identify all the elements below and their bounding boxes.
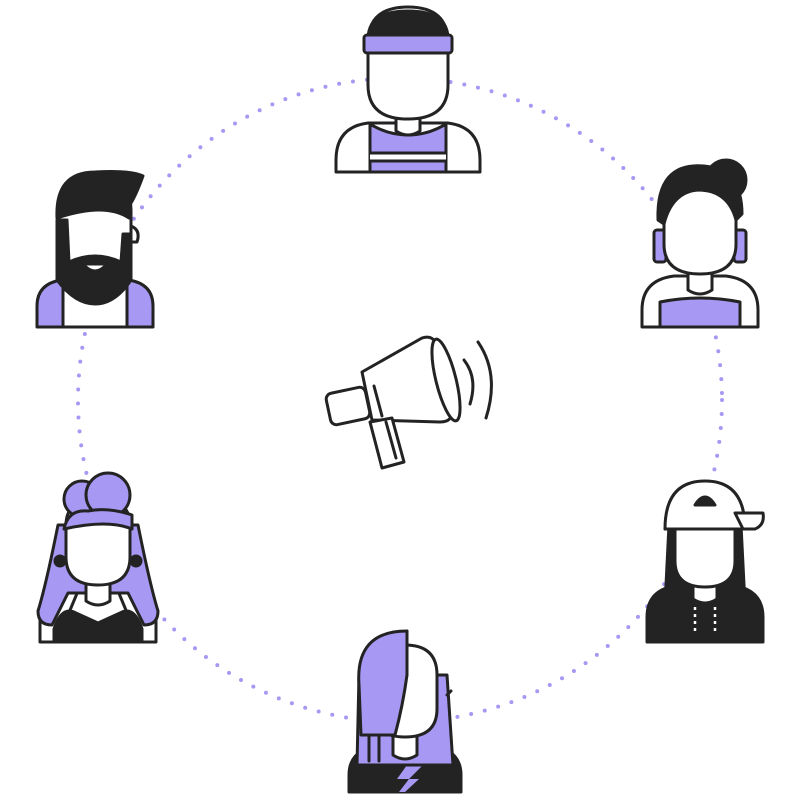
curly-woman-avatar-icon bbox=[36, 471, 160, 644]
athlete-headband-avatar-icon bbox=[334, 5, 482, 174]
bearded-man-avatar-icon bbox=[35, 170, 155, 329]
half-hair-avatar-icon bbox=[347, 629, 463, 794]
megaphone-icon bbox=[324, 335, 493, 470]
woman-bun-avatar-icon bbox=[640, 158, 760, 329]
cap-hoodie-avatar-icon bbox=[645, 479, 765, 644]
